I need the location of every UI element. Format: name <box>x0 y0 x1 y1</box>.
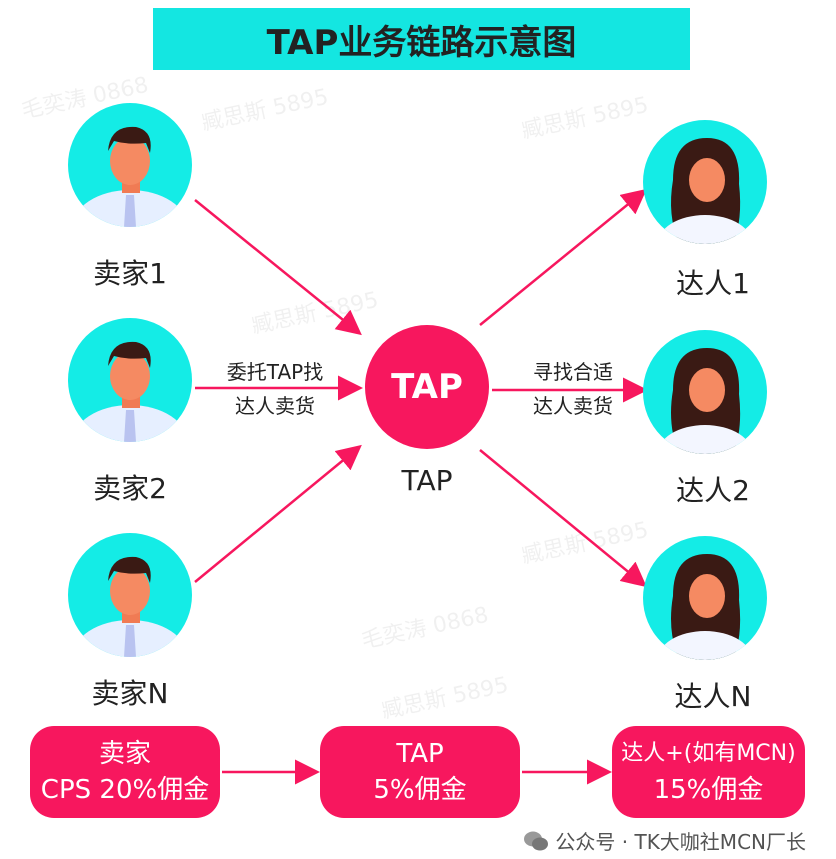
woman-icon <box>657 348 753 454</box>
flow-box-seller: 卖家 CPS 20%佣金 <box>30 726 220 818</box>
influencer-avatar <box>643 120 767 244</box>
page-title: TAP业务链路示意图 <box>153 8 690 70</box>
text-line: 委托TAP找 <box>226 360 324 384</box>
tap-label: TAP <box>401 464 453 497</box>
box-line: CPS 20%佣金 <box>40 775 210 805</box>
flow-box-tap: TAP 5%佣金 <box>320 726 520 818</box>
arrow <box>194 199 362 336</box>
influencer-avatar <box>643 330 767 454</box>
seller-label: 卖家2 <box>93 472 167 505</box>
man-icon <box>72 126 188 227</box>
seller-avatar <box>68 318 192 442</box>
woman-icon <box>657 554 753 660</box>
influencer-label: 达人2 <box>676 474 750 507</box>
seller-avatar <box>68 533 192 657</box>
box-line: TAP <box>396 739 444 769</box>
flow-box-influencer: 达人+(如有MCN) 15%佣金 <box>612 726 805 818</box>
influencer-label: 达人1 <box>676 267 750 300</box>
seller-avatar <box>68 103 192 227</box>
box-line: 达人+(如有MCN) <box>621 741 796 766</box>
seller-label: 卖家1 <box>93 257 167 290</box>
arrow <box>479 449 647 588</box>
influencer-avatar <box>643 536 767 660</box>
box-line: 卖家 <box>98 739 151 769</box>
box-line: 5%佣金 <box>373 775 467 805</box>
seller-label: 卖家N <box>91 677 169 710</box>
box-line: 15%佣金 <box>653 775 764 805</box>
right-arrow-text: 寻找合适 达人卖货 <box>503 357 643 421</box>
man-icon <box>72 341 188 442</box>
woman-icon <box>657 138 753 244</box>
man-icon <box>72 556 188 657</box>
credit: 公众号 · TK大咖社MCN厂长 <box>523 826 806 855</box>
tap-node: TAP <box>365 325 489 449</box>
text-line: 达人卖货 <box>533 394 613 418</box>
wechat-icon <box>524 831 549 850</box>
text-line: 达人卖货 <box>235 394 315 418</box>
arrow <box>479 188 647 326</box>
arrow <box>194 444 362 583</box>
text-line: 寻找合适 <box>533 360 613 384</box>
left-arrow-text: 委托TAP找 达人卖货 <box>205 357 345 421</box>
credit-text: 公众号 · TK大咖社MCN厂长 <box>555 830 806 854</box>
influencer-label: 达人N <box>674 680 752 713</box>
